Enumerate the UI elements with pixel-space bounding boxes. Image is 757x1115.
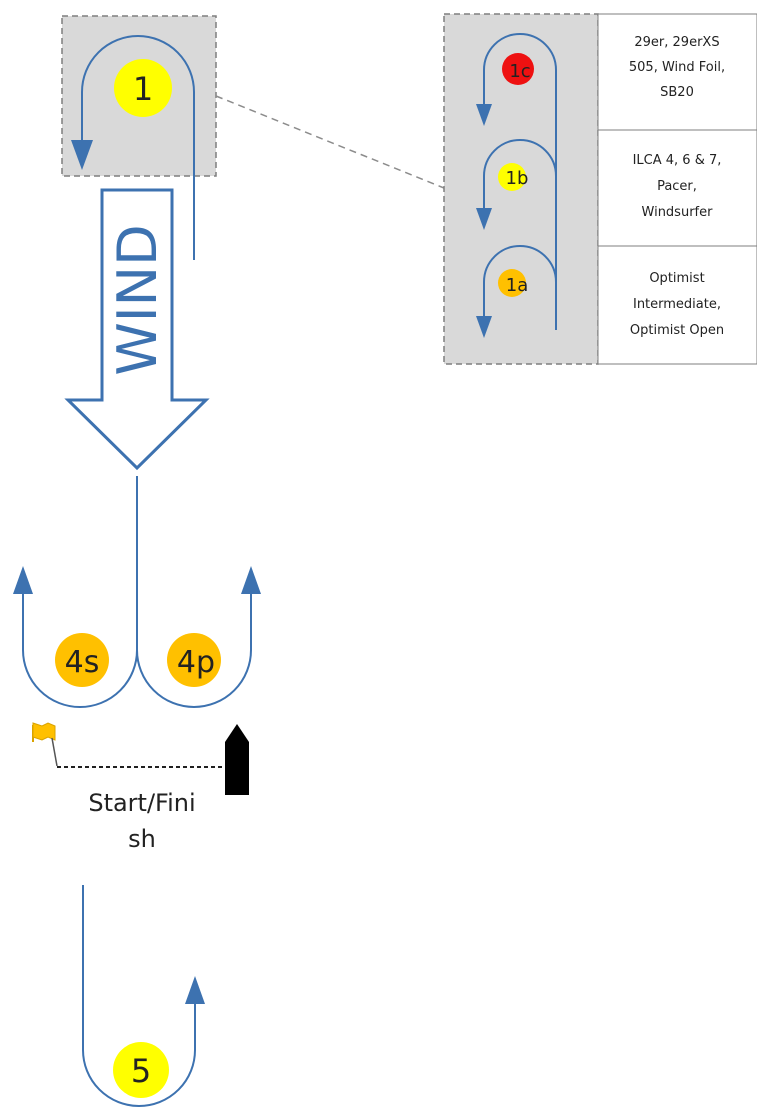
class-1b-line-3: Windsurfer: [642, 205, 714, 220]
mark-5-label: 5: [131, 1052, 151, 1090]
class-cell-1c: 29er, 29erXS 505, Wind Foil, SB20: [629, 35, 725, 100]
class-1c-line-3: SB20: [660, 85, 694, 100]
mark-1c-rounding-path: [483, 33, 557, 330]
mark-1c-label: 1c: [509, 61, 530, 82]
committee-boat-icon: [225, 724, 249, 795]
class-1c-line-2: 505, Wind Foil,: [629, 60, 725, 75]
mark-5: 5: [113, 1042, 169, 1098]
class-1a-line-1: Optimist: [649, 271, 704, 286]
start-finish-label-line-2: sh: [128, 825, 156, 853]
mark-1b: 1b: [498, 163, 528, 191]
mark-1-arrowhead: [71, 140, 93, 170]
mark-4p-label: 4p: [177, 645, 215, 680]
mark-4p: 4p: [167, 633, 221, 687]
mark-1c: 1c: [502, 53, 534, 85]
mark-1b-label: 1b: [506, 168, 529, 189]
mark-4s-label: 4s: [65, 645, 100, 680]
mark-1a-rounding-path: [483, 245, 557, 330]
wind-label: WIND: [106, 224, 169, 375]
start-pin-flag: [32, 722, 58, 767]
mark-4s-arrowhead: [13, 566, 33, 594]
class-1a-line-2: Intermediate,: [633, 297, 721, 312]
class-cell-1b: ILCA 4, 6 & 7, Pacer, Windsurfer: [633, 153, 722, 220]
mark-4p-arrowhead: [241, 566, 261, 594]
wind-arrow: WIND: [64, 188, 210, 471]
mark-1-rounding-path: [81, 35, 195, 260]
mark-5-rounding-path: [82, 885, 196, 1107]
mark-1b-rounding-path: [483, 139, 557, 330]
start-finish-label-line-1: Start/Fini: [88, 789, 195, 817]
class-1c-line-1: 29er, 29erXS: [634, 35, 719, 50]
mark-1a: 1a: [498, 269, 528, 297]
mark-5-arrowhead: [185, 976, 205, 1004]
mark-1: 1: [114, 59, 172, 117]
mark-1a-arrowhead: [476, 316, 492, 338]
class-1b-line-2: Pacer,: [657, 179, 697, 194]
class-1a-line-3: Optimist Open: [630, 323, 724, 338]
mark-4p-rounding-path: [136, 580, 252, 708]
class-cell-1a: Optimist Intermediate, Optimist Open: [630, 271, 724, 338]
inset-connector-line: [215, 95, 445, 189]
class-1b-line-1: ILCA 4, 6 & 7,: [633, 153, 722, 168]
mark-4s-rounding-path: [22, 580, 138, 708]
mark-4s: 4s: [55, 633, 109, 687]
mark-1-label: 1: [133, 70, 153, 108]
mark-1c-arrowhead: [476, 104, 492, 126]
mark-1b-arrowhead: [476, 208, 492, 230]
mark-1a-label: 1a: [506, 275, 528, 296]
